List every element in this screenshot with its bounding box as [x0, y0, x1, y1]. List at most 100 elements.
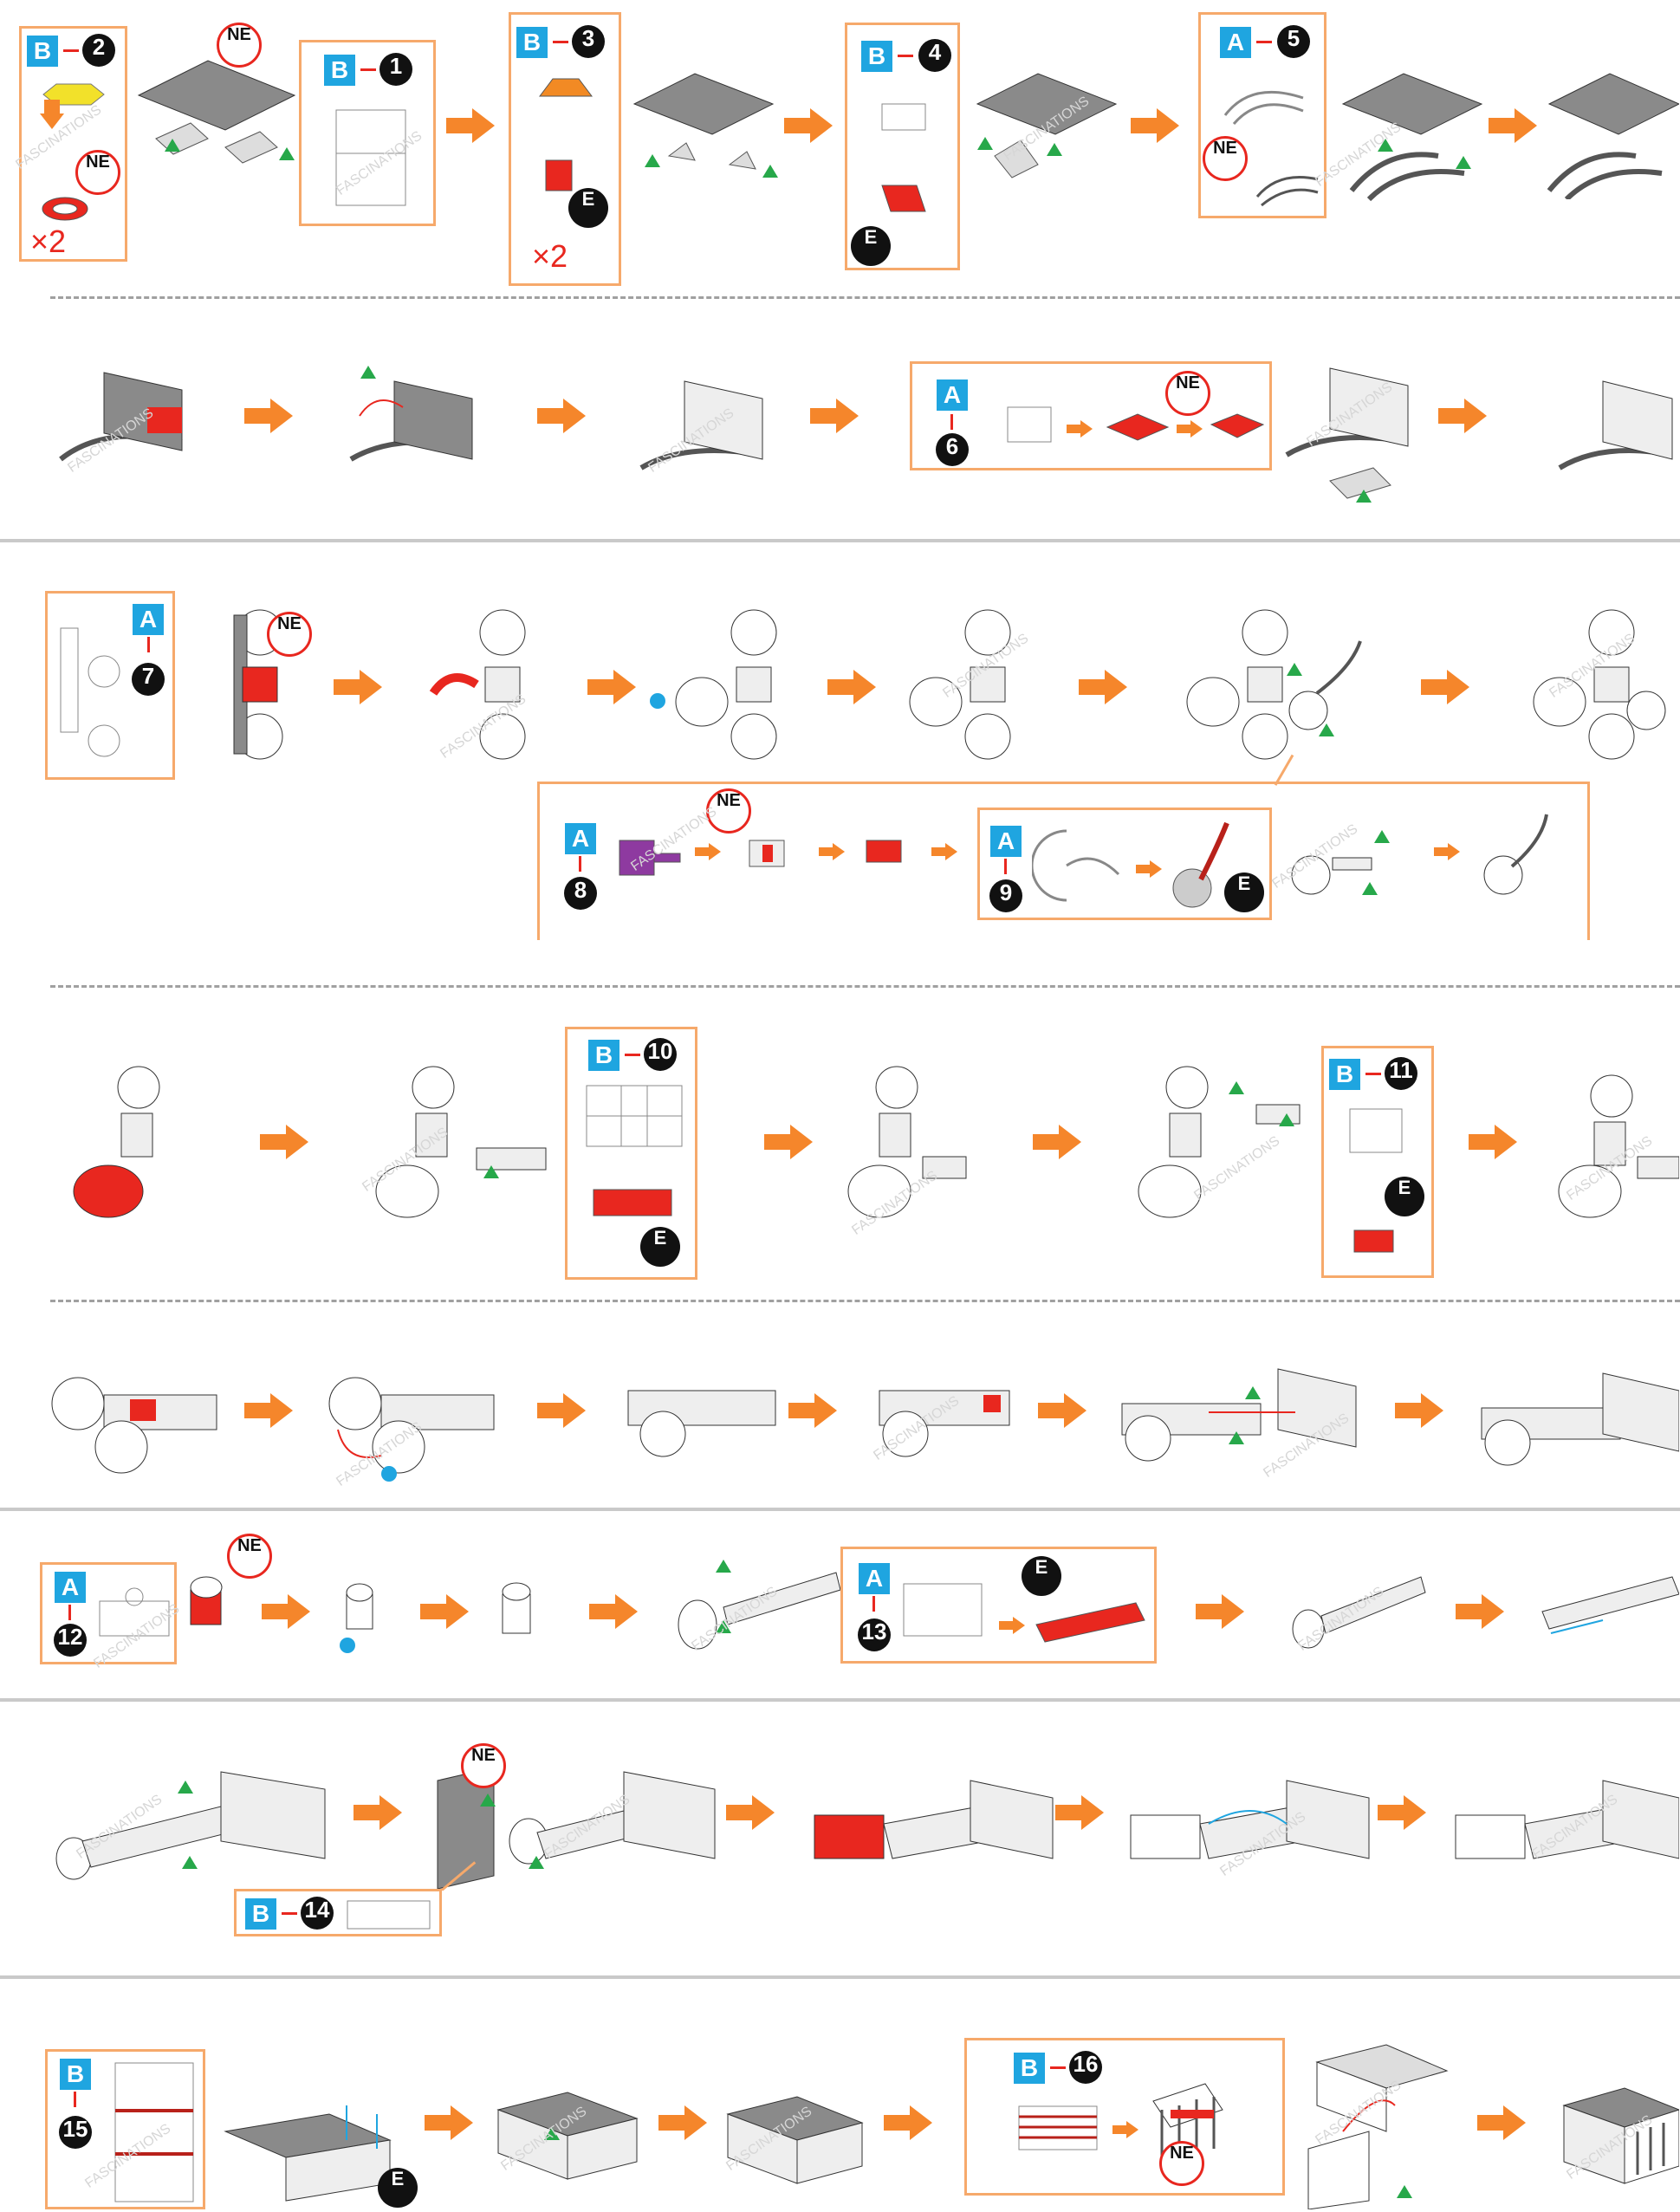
times-two-label: ×2 [30, 224, 67, 259]
blue-dot-icon [381, 1466, 397, 1482]
sheet-label: B [1014, 2053, 1045, 2084]
sheet-label: A [565, 823, 596, 854]
step-number-10: 10 [644, 1038, 677, 1071]
step-10-box: B 10 E [565, 1027, 697, 1280]
bent-rods-assembled-icon [1255, 176, 1319, 207]
green-tab-triangle-icon [1229, 1081, 1244, 1094]
cup-folded-icon [502, 1582, 531, 1634]
green-tab-triangle-icon [529, 1856, 544, 1869]
green-tab-triangle-icon [1319, 723, 1334, 736]
flat-sheet-outline-icon [1349, 1108, 1403, 1153]
motor-with-shaft-icon [1291, 855, 1372, 895]
green-tab-triangle-icon [483, 1165, 499, 1178]
drum-assembly-red-clip-icon [879, 1390, 1010, 1457]
long-tube-result-icon [1541, 1576, 1679, 1634]
step-number-7: 7 [132, 663, 165, 696]
sheet-label: B [60, 2059, 91, 2090]
red-folded-part-icon [881, 185, 926, 212]
tower-drum-with-shaft-icon [375, 1066, 547, 1218]
step-14-box: B 14 [234, 1889, 442, 1936]
step-number-8: 8 [564, 877, 597, 910]
flat-sheet-outline-icon [586, 1085, 683, 1147]
chassis-with-red-bumper-icon [814, 1780, 1054, 1859]
step-number-11: 11 [1385, 1057, 1417, 1090]
base-with-clip-assembly-icon [976, 73, 1118, 178]
slotted-grille-folded-icon [1152, 2083, 1223, 2162]
red-folded-part-icon [1210, 413, 1265, 438]
green-tab-triangle-icon [178, 1781, 193, 1794]
dashed-separator [50, 1300, 1680, 1302]
step-number-2: 2 [82, 34, 115, 67]
green-tab-triangle-icon [1245, 1386, 1261, 1399]
green-tab-triangle-icon [716, 1560, 731, 1573]
green-tab-triangle-icon [977, 137, 993, 150]
sheet-label: B [324, 55, 355, 86]
frame-result-icon [1558, 380, 1673, 470]
step-dash [360, 68, 376, 71]
tower-drum-with-sleeve-icon [847, 1066, 967, 1218]
motor-with-red-cable-icon [1172, 821, 1229, 908]
step-5-box: A 5 NE [1198, 12, 1326, 218]
step-dash [898, 55, 913, 57]
flat-sheet-outline-icon [903, 1583, 983, 1637]
green-tab-triangle-icon [1229, 1431, 1244, 1444]
red-cup-part-icon [190, 1576, 223, 1625]
sheet-label: A [990, 826, 1022, 857]
tower-drum-with-axle-icon [1138, 1066, 1301, 1218]
outline-part-icon [881, 103, 926, 131]
step-dash [282, 1912, 297, 1915]
red-folded-part-icon [593, 1189, 672, 1216]
step-2-box: B 2 NE ×2 [19, 26, 127, 262]
green-tab-triangle-icon [1456, 156, 1471, 169]
e-badge: E [1385, 1177, 1424, 1216]
flat-sheet-outline-icon [1007, 406, 1052, 443]
step-dash [1004, 859, 1007, 874]
frame-folded-icon [639, 380, 763, 470]
sheet-label: B [516, 27, 548, 58]
base-with-legs-assembly-icon [1341, 73, 1483, 202]
sheet-label: A [55, 1572, 86, 1603]
green-tab-triangle-icon [1279, 1113, 1294, 1126]
housing-box-icon [726, 2096, 864, 2184]
ne-badge: NE [75, 150, 120, 195]
flat-sheet-with-red-folds-icon [114, 2062, 194, 2202]
step-number-5: 5 [1277, 25, 1310, 58]
times-two-label: ×2 [532, 238, 568, 274]
chassis-with-front-plate-icon [437, 1767, 716, 1890]
orange-part-icon [539, 78, 593, 97]
green-tab-triangle-icon [645, 154, 660, 167]
motor-assembled-icon [1483, 814, 1548, 895]
step-dash [625, 1054, 640, 1056]
wheel-tower-with-motor-result-icon [1533, 609, 1666, 760]
base-with-clips-assembly-icon [632, 73, 775, 170]
step-dash [872, 1596, 875, 1612]
green-tab-triangle-icon [762, 165, 778, 178]
wheel-tower-cylinder-icon [675, 609, 777, 760]
ne-badge: NE [1165, 371, 1210, 416]
wheel-tower-with-motor-icon [1186, 609, 1362, 760]
row-separator [0, 1698, 1680, 1702]
blue-dot-icon [340, 1638, 355, 1653]
step-number-13: 13 [858, 1618, 891, 1651]
step-dash [68, 1605, 71, 1620]
green-tab-triangle-icon [165, 139, 180, 152]
bent-rods-outline-icon [1223, 90, 1304, 125]
flat-base-assembly-icon [137, 60, 296, 164]
blue-dot-icon [650, 693, 665, 709]
flat-sheet-outline-icon [347, 1900, 431, 1930]
sheet-label: A [859, 1563, 890, 1594]
motor-subassembly-frame [537, 782, 1590, 940]
flat-sheet-outline-icon [335, 109, 406, 206]
step-6-box: A 6 NE [910, 361, 1272, 470]
red-rolled-part-icon [42, 197, 88, 221]
dashed-separator [50, 296, 1680, 299]
sheet-label: A [133, 604, 164, 635]
green-tab-triangle-icon [1374, 830, 1390, 843]
e-badge: E [1022, 1556, 1061, 1596]
step-dash [579, 856, 581, 872]
e-badge: E [640, 1227, 680, 1267]
curved-cable-outline-icon [1032, 829, 1120, 902]
green-tab-triangle-icon [1397, 2185, 1412, 2198]
step-dash [63, 49, 79, 52]
e-badge: E [851, 226, 891, 266]
